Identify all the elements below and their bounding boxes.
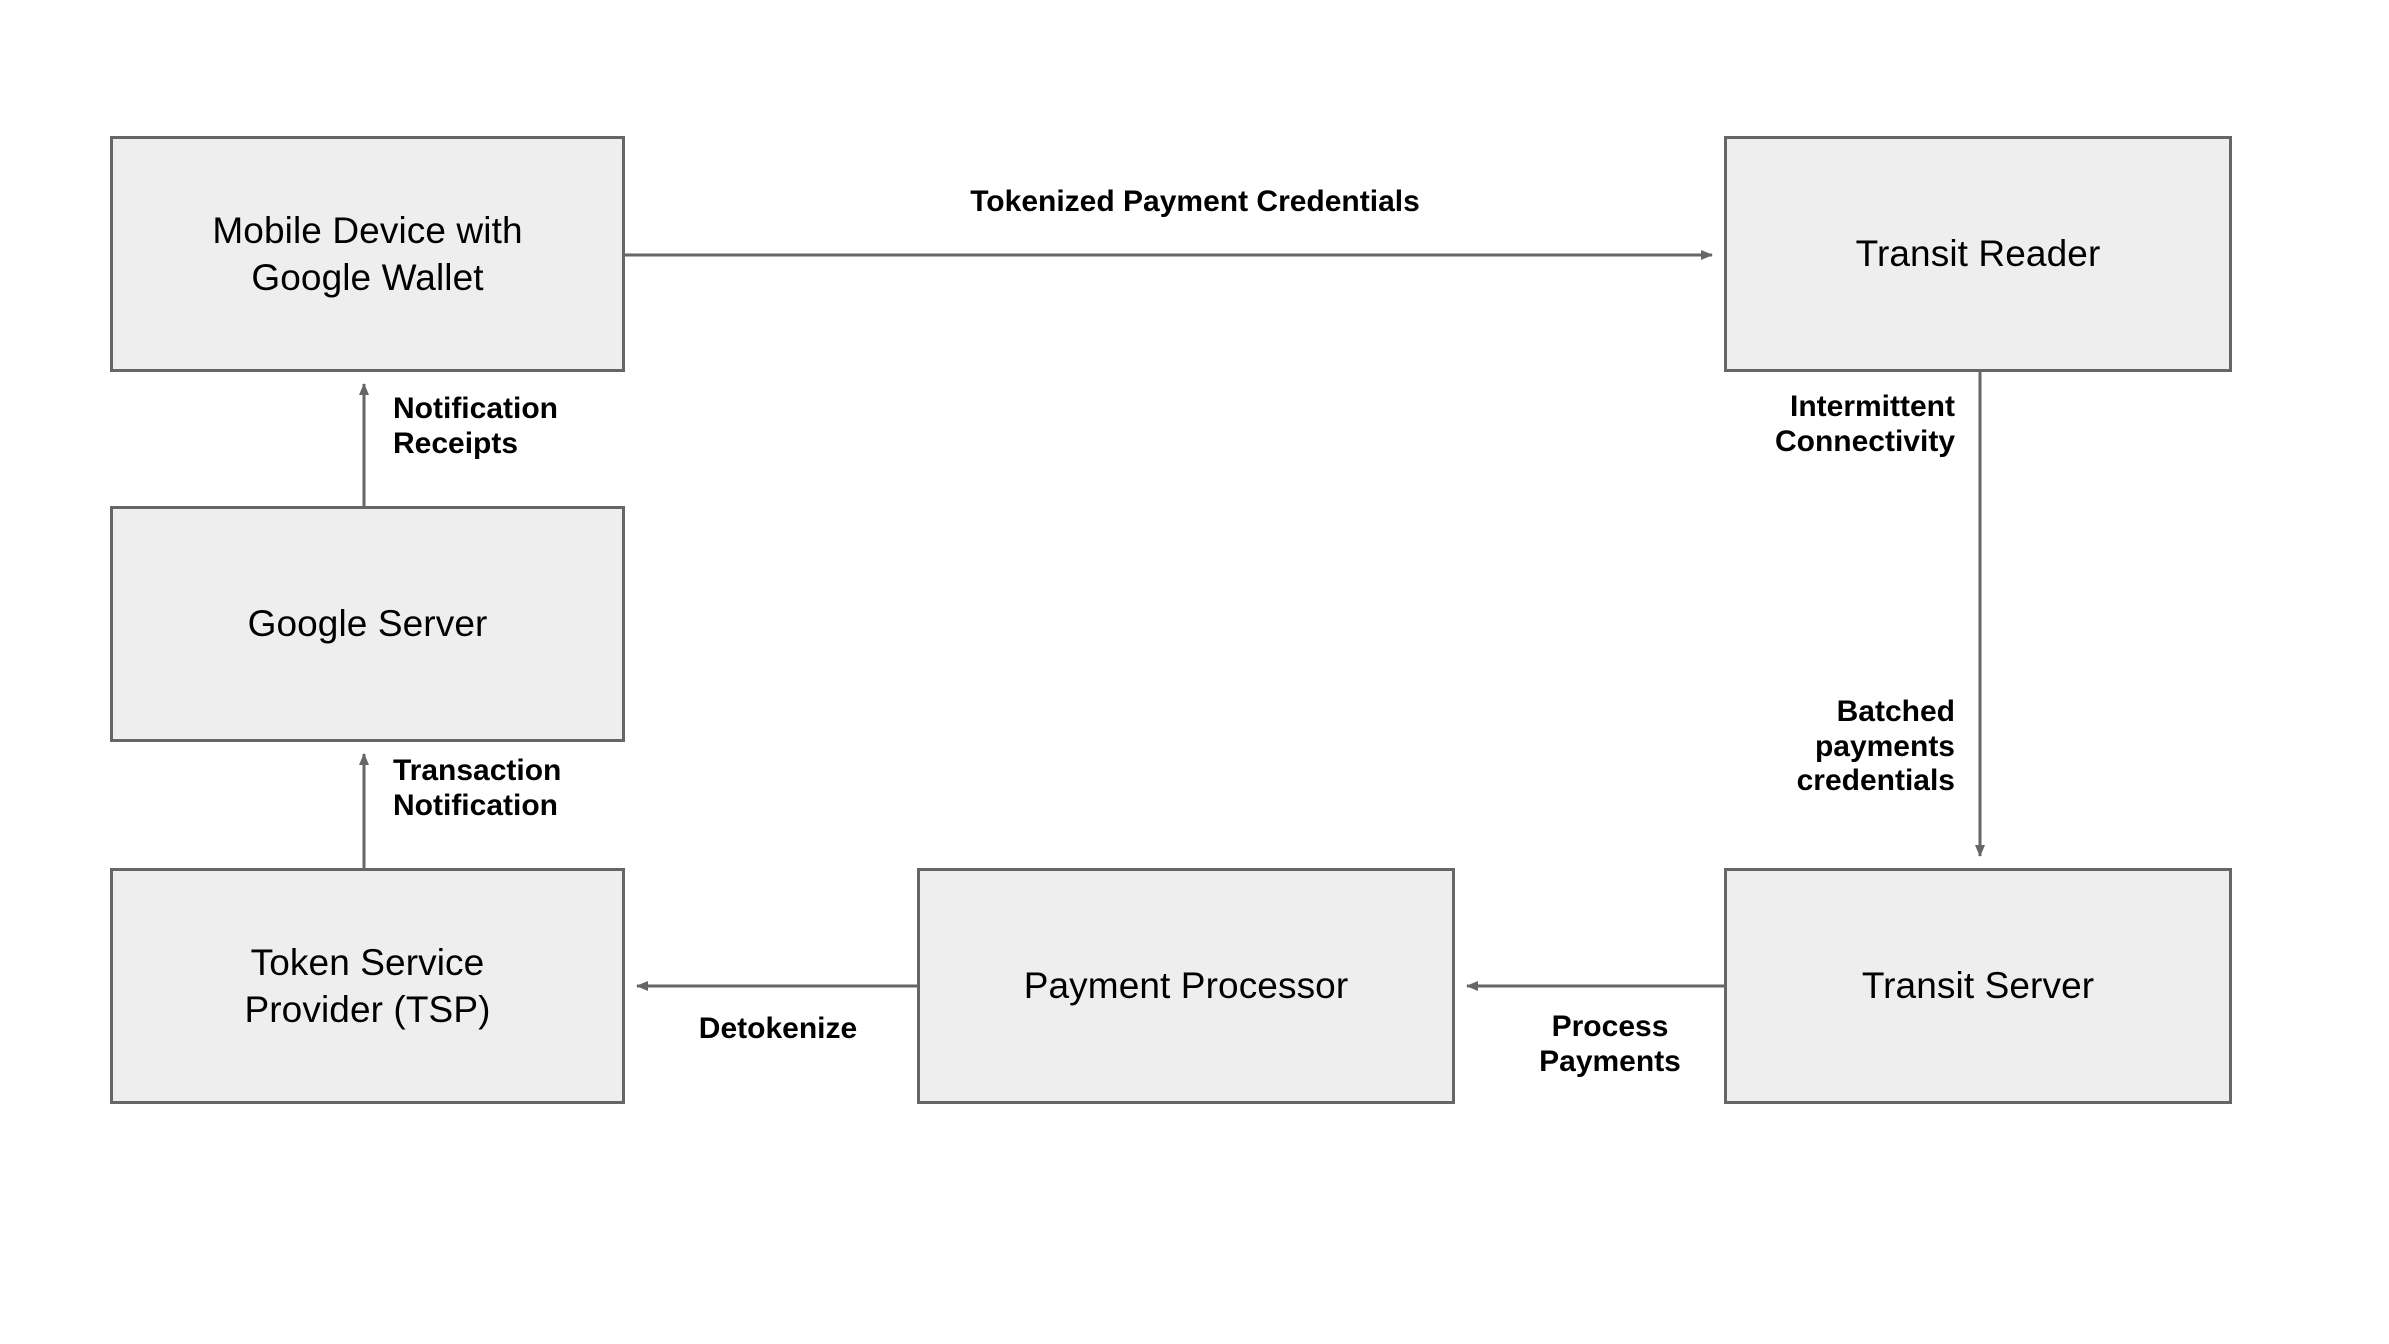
node-google-server[interactable]: Google Server [110,506,625,742]
edge-label-detokenize: Detokenize [698,1012,858,1045]
node-token-service-provider[interactable]: Token Service Provider (TSP) [110,868,625,1104]
edge-label-intermittent-connectivity: Intermittent Connectivity [1774,390,1955,458]
edge-label-process-payments: Process Payments [1539,1010,1681,1078]
edge-label-batched-payments-credentials: Batched payments credentials [1796,695,1955,797]
node-payment-processor[interactable]: Payment Processor [917,868,1455,1104]
node-transit-reader[interactable]: Transit Reader [1724,136,2232,372]
edge-label-transaction-notification: Transaction Notification [393,754,562,822]
edge-label-tokenized-payment-credentials: Tokenized Payment Credentials [970,185,1420,218]
node-transit-server[interactable]: Transit Server [1724,868,2232,1104]
edge-label-notification-receipts: Notification Receipts [393,392,558,460]
node-mobile-device[interactable]: Mobile Device with Google Wallet [110,136,625,372]
